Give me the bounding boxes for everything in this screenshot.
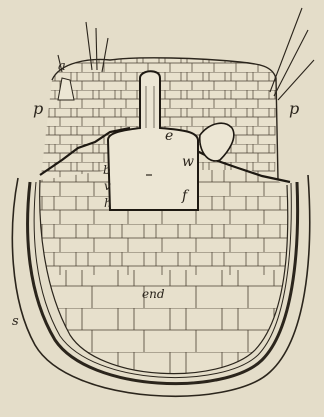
- label-s: s: [12, 314, 19, 329]
- label-end: end: [142, 287, 165, 301]
- label-p-right: p: [289, 99, 299, 118]
- label-p-left: p: [33, 99, 43, 118]
- label-w: w: [182, 154, 194, 170]
- label-h: h: [104, 196, 112, 210]
- label-v: v: [104, 179, 111, 193]
- label-e: e: [165, 128, 173, 144]
- label-a: a: [58, 59, 66, 74]
- label-b: b: [103, 163, 111, 177]
